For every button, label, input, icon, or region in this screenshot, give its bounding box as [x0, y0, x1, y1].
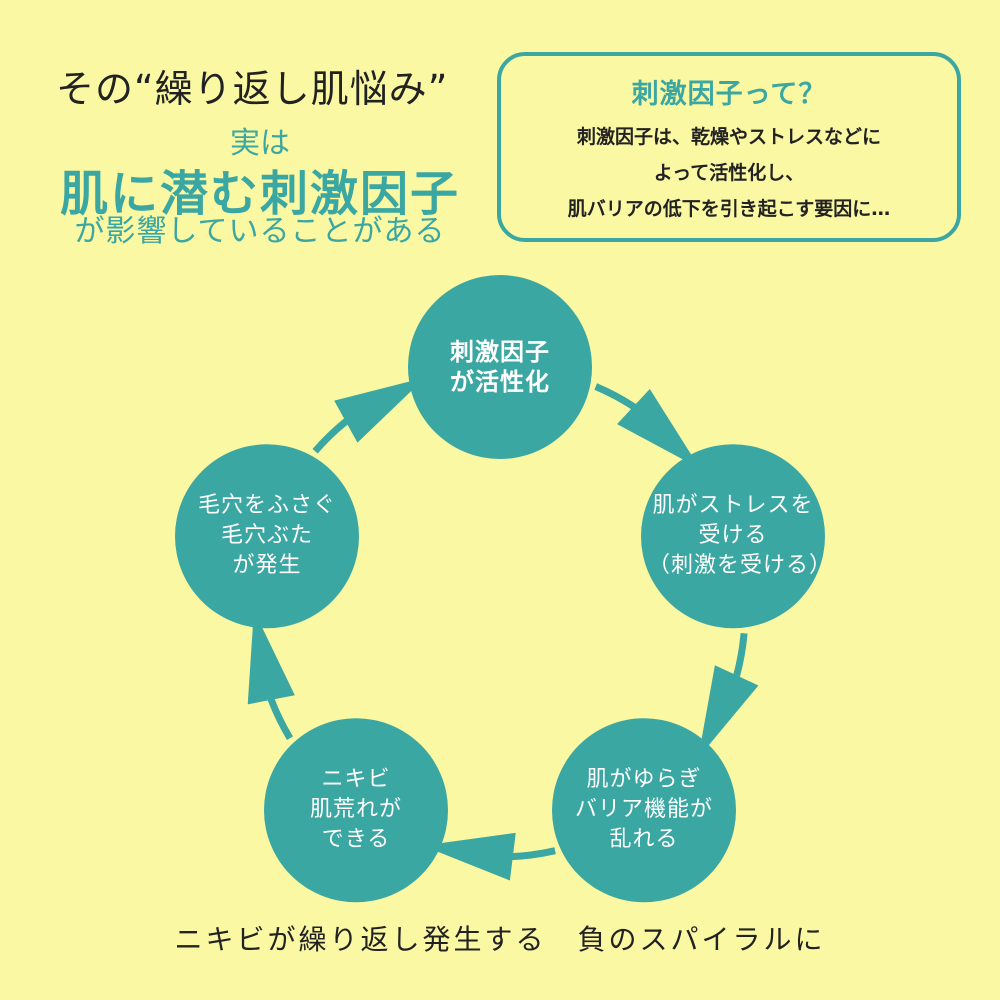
footer-text: ニキビが繰り返し発生する 負のスパイラルに: [174, 923, 826, 956]
cycle-node-text: できる: [321, 827, 391, 853]
subheadline-line1: 実は: [230, 126, 290, 161]
cycle-node-text: 肌がストレスを: [652, 493, 814, 519]
info-box: 刺激因子って？ 刺激因子は、乾燥やストレスなどに よって活性化し、 肌バリアの低…: [497, 52, 961, 242]
cycle-node-barrier: [552, 718, 737, 903]
cycle-node-label-stress: 肌がストレスを受ける （刺激を受ける）: [648, 491, 833, 581]
cycle-node-text: が活性化: [450, 367, 550, 396]
cycle-node-label-pores: 毛穴をふさぐ毛穴ぶたが発生: [182, 491, 352, 581]
cycle-arrowhead: [422, 832, 516, 881]
cycle-node-label-acne: ニキビ肌荒れができる: [271, 765, 441, 855]
cycle-arrowhead: [334, 377, 426, 443]
cycle-node-acne: [263, 718, 448, 903]
cycle-node-text: 刺激因子: [450, 337, 550, 366]
info-box-line: 肌バリアの低下を引き起こす要因に…: [567, 198, 891, 220]
cycle-node-text: 肌がゆらぎ: [586, 767, 702, 793]
cycle-node-text: 乱れる: [609, 827, 679, 853]
subheadline-line3: が影響していることがある: [74, 214, 446, 249]
cycle-node-pores: [174, 444, 359, 629]
cycle-node-stress: [641, 444, 826, 629]
cycle-arrowhead: [617, 388, 701, 469]
cycle-node-text: 受ける: [698, 523, 768, 549]
cycle-node-text: ニキビ: [321, 767, 391, 793]
cycle-node-text: （刺激を受ける）: [648, 553, 833, 579]
cycle-arrowhead: [698, 665, 759, 758]
cycle-node-text: 毛穴をふさぐ: [197, 493, 336, 519]
info-box-title: 刺激因子って？: [631, 79, 827, 110]
info-box-body: 刺激因子は、乾燥やストレスなどに よって活性化し、 肌バリアの低下を引き起こす要…: [501, 119, 957, 227]
cycle-node-label-barrier: 肌がゆらぎバリア機能が乱れる: [559, 765, 729, 855]
cycle-arrowhead: [247, 610, 295, 705]
cycle-node-text: 毛穴ぶた: [220, 523, 313, 549]
info-box-line: よって活性化し、: [653, 162, 805, 184]
cycle-node-activation: [408, 275, 592, 459]
cycle-node-text: が発生: [232, 553, 302, 579]
headline: その“繰り返し肌悩み”: [56, 67, 449, 111]
subheadline-line2: 肌に潜む刺激因子: [59, 166, 460, 222]
info-box-line: 刺激因子は、乾燥やストレスなどに: [576, 126, 881, 148]
cycle-node-label-activation: 刺激因子が活性化: [415, 337, 585, 397]
cycle-node-text: 肌荒れが: [309, 797, 402, 823]
cycle-node-text: バリア機能が: [574, 797, 713, 823]
